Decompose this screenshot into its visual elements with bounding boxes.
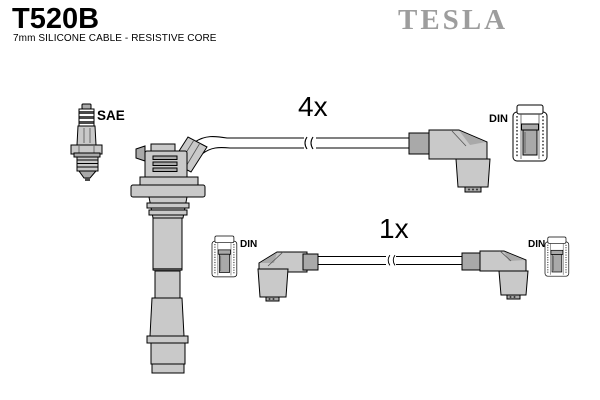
elbow-boot-1x-left xyxy=(257,251,319,302)
elbow-boot-1x-right xyxy=(461,250,529,300)
spark-plug xyxy=(70,103,103,181)
din-label-top: DIN xyxy=(489,113,508,125)
spark-plug-standard-label: SAE xyxy=(97,108,125,123)
pencil-coil-boot xyxy=(130,136,208,374)
cable-1x xyxy=(318,254,462,266)
din-connector-right xyxy=(544,236,570,277)
din-label-left: DIN xyxy=(240,239,257,250)
quantity-1x-label: 1x xyxy=(379,213,409,244)
brand-logo: TESLA xyxy=(398,4,509,36)
part-number: T520B xyxy=(12,3,100,35)
product-subtitle: 7mm SILICONE CABLE - RESISTIVE CORE xyxy=(13,33,217,44)
quantity-4x-label: 4x xyxy=(298,91,328,122)
cable-4x xyxy=(194,135,410,155)
din-connector-left xyxy=(211,235,238,278)
elbow-boot-4x xyxy=(408,129,491,193)
din-label-right: DIN xyxy=(528,239,545,250)
din-connector-top xyxy=(512,104,548,162)
